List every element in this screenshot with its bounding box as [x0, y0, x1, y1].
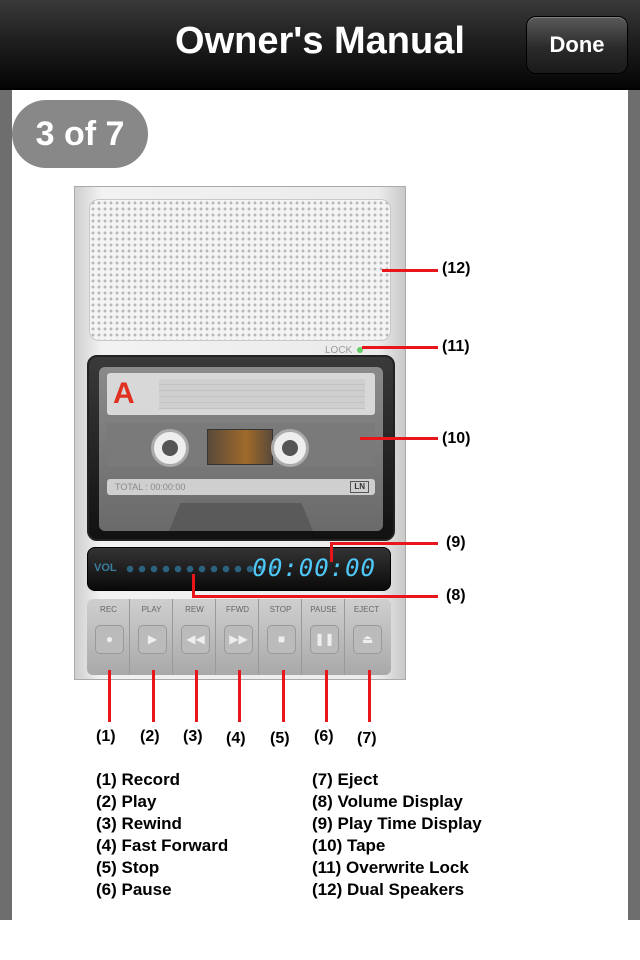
callout-line-4	[238, 670, 241, 722]
lock-indicator-icon	[357, 347, 363, 353]
callout-number: (3)	[183, 728, 203, 745]
total-label: TOTAL : 00:00:00	[115, 482, 186, 492]
play-icon: ▶	[138, 625, 167, 654]
legend-item: (7) Eject	[312, 770, 379, 789]
legend-item: (6) Pause	[96, 880, 172, 899]
page-indicator: 3 of 7	[12, 100, 148, 168]
record-icon: ●	[95, 625, 124, 654]
left-reel-icon	[151, 429, 189, 467]
ln-badge: LN	[350, 481, 369, 493]
callout-number: (11)	[442, 338, 470, 355]
callout-line-8-h	[192, 595, 438, 598]
recorder-illustration: LOCK A TOTAL : 00:00:00 LN VOL	[74, 186, 406, 680]
legend-item: (8) Volume Display	[312, 792, 463, 811]
side-a-label: A	[113, 377, 135, 410]
ctrl-pause: PAUSE ❚❚	[302, 599, 345, 675]
callout-line-5	[282, 670, 285, 722]
ctrl-rew: REW ◀◀	[173, 599, 216, 675]
legend-item: (3) Rewind	[96, 814, 182, 833]
callout-number: (1)	[96, 728, 116, 745]
lock-label: LOCK	[325, 345, 353, 356]
legend-item: (10) Tape	[312, 836, 386, 855]
eject-icon: ⏏	[353, 625, 382, 654]
callout-line-1	[108, 670, 111, 722]
ctrl-label: REW	[185, 605, 204, 614]
callout-number: (8)	[446, 587, 466, 604]
callout-line-6	[325, 670, 328, 722]
legend-item: (5) Stop	[96, 858, 160, 877]
callout-number: (2)	[140, 728, 160, 745]
ctrl-label: STOP	[269, 605, 292, 614]
legend-item: (11) Overwrite Lock	[312, 858, 469, 877]
ctrl-label: REC	[100, 605, 117, 614]
tape-window: A TOTAL : 00:00:00 LN	[87, 355, 395, 541]
callout-number: (5)	[270, 730, 290, 747]
label-lines	[159, 379, 365, 409]
callout-number: (4)	[226, 730, 246, 747]
callout-line-8-v	[192, 574, 195, 597]
transport-controls: REC ● PLAY ▶ REW ◀◀ FFWD ▶▶ STOP ■ PAUSE…	[87, 599, 391, 675]
nav-bar: Owner's Manual Done	[0, 0, 640, 90]
callout-number: (7)	[357, 730, 377, 747]
cassette: A TOTAL : 00:00:00 LN	[99, 367, 383, 531]
tape-view	[207, 429, 273, 465]
manual-page: 3 of 7 LOCK A TOTAL : 00:00:00 LN	[12, 90, 628, 920]
legend-item: (2) Play	[96, 792, 157, 811]
ctrl-ffwd: FFWD ▶▶	[216, 599, 259, 675]
speaker-grille	[89, 199, 391, 341]
ctrl-label: EJECT	[353, 605, 380, 614]
callout-line-12	[382, 269, 438, 272]
callout-line-9-h	[330, 542, 438, 545]
nav-title: Owner's Manual	[175, 20, 465, 62]
cassette-bottom	[169, 503, 313, 531]
callout-line-3	[195, 670, 198, 722]
right-reel-icon	[271, 429, 309, 467]
total-bar: TOTAL : 00:00:00 LN	[107, 479, 375, 495]
callout-number: (10)	[442, 430, 471, 447]
ctrl-label: PAUSE	[310, 605, 337, 614]
bottom-area	[0, 920, 640, 960]
done-button[interactable]: Done	[526, 16, 628, 74]
ctrl-label: PLAY	[141, 605, 162, 614]
vol-label: VOL	[94, 562, 117, 574]
ctrl-label: FFWD	[225, 605, 250, 614]
volume-dots	[124, 565, 274, 573]
callout-number: (12)	[442, 260, 471, 277]
callout-line-10	[360, 437, 438, 440]
ctrl-eject: EJECT ⏏	[345, 599, 388, 675]
callout-number: (9)	[446, 534, 466, 551]
vol-time-display: VOL 00:00:00	[87, 547, 391, 591]
callout-line-7	[368, 670, 371, 722]
rewind-icon: ◀◀	[181, 625, 210, 654]
callout-line-9-v	[330, 542, 333, 562]
fast-forward-icon: ▶▶	[224, 625, 253, 654]
callout-number: (6)	[314, 728, 334, 745]
time-readout: 00:00:00	[252, 554, 376, 582]
ctrl-stop: STOP ■	[259, 599, 302, 675]
pause-icon: ❚❚	[310, 625, 339, 654]
legend-item: (1) Record	[96, 770, 181, 789]
legend-item: (4) Fast Forward	[96, 836, 229, 855]
callout-line-11	[362, 346, 438, 349]
cassette-label: A	[107, 373, 375, 415]
legend-item: (9) Play Time Display	[312, 814, 482, 833]
ctrl-rec: REC ●	[87, 599, 130, 675]
callout-line-2	[152, 670, 155, 722]
stop-icon: ■	[267, 625, 296, 654]
ctrl-play: PLAY ▶	[130, 599, 173, 675]
legend-item: (12) Dual Speakers	[312, 880, 465, 899]
